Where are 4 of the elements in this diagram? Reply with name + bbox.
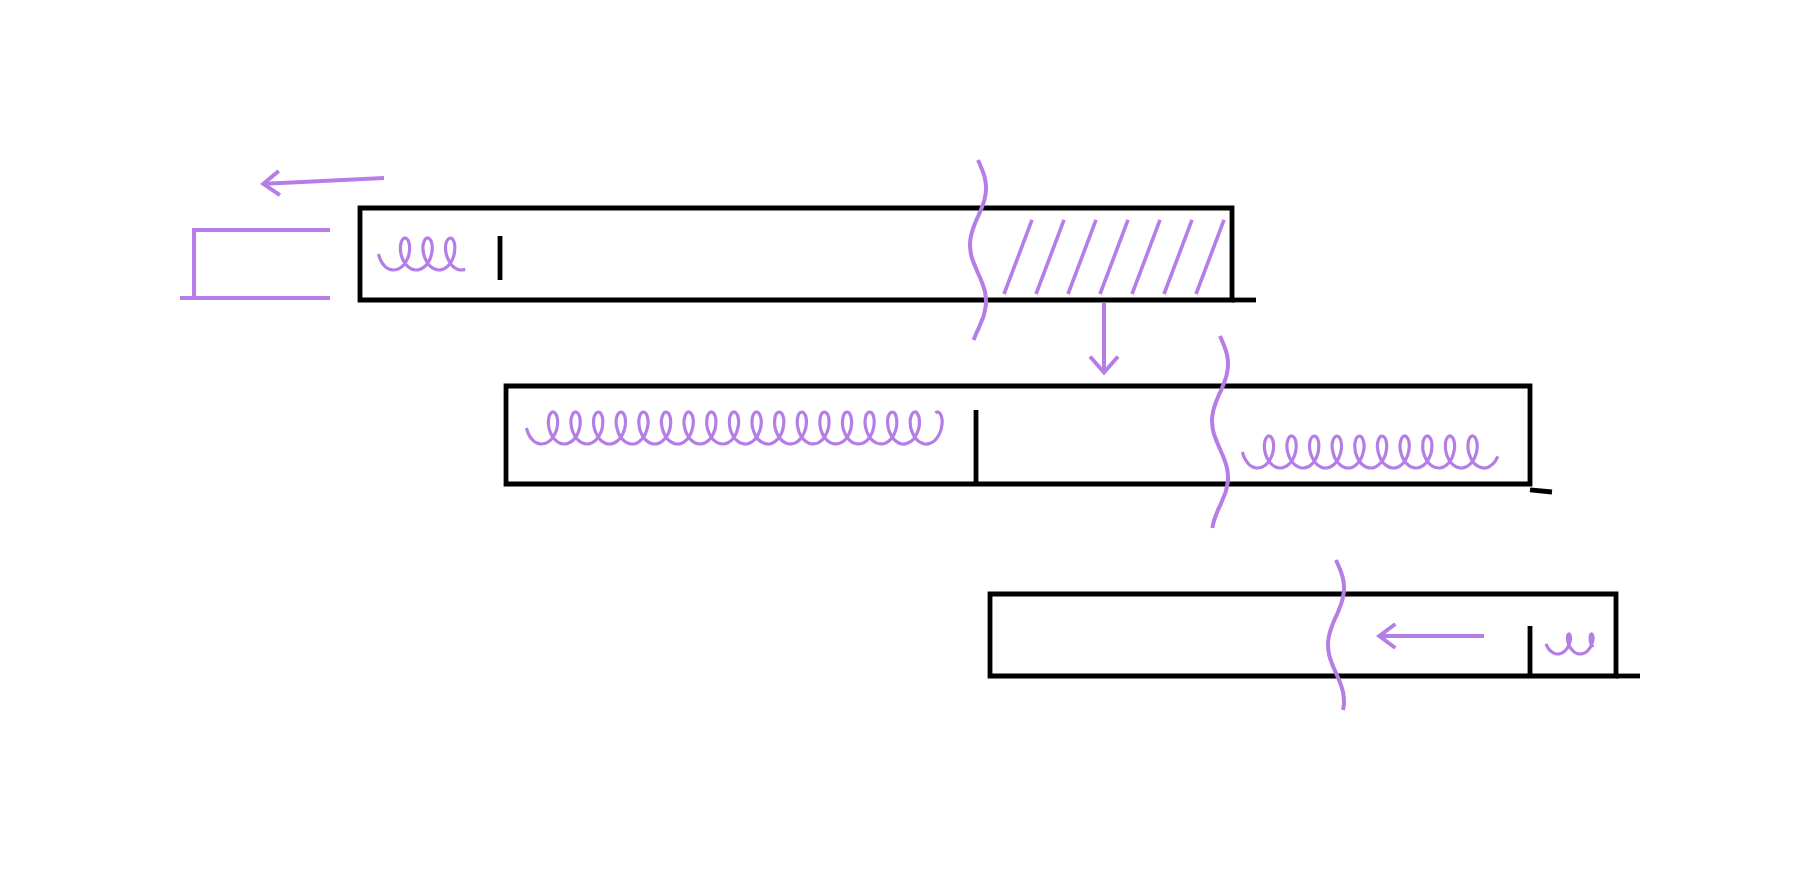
bar — [503, 383, 1533, 487]
arrow — [1088, 302, 1120, 376]
bar — [987, 591, 1619, 679]
bar — [357, 205, 1235, 303]
